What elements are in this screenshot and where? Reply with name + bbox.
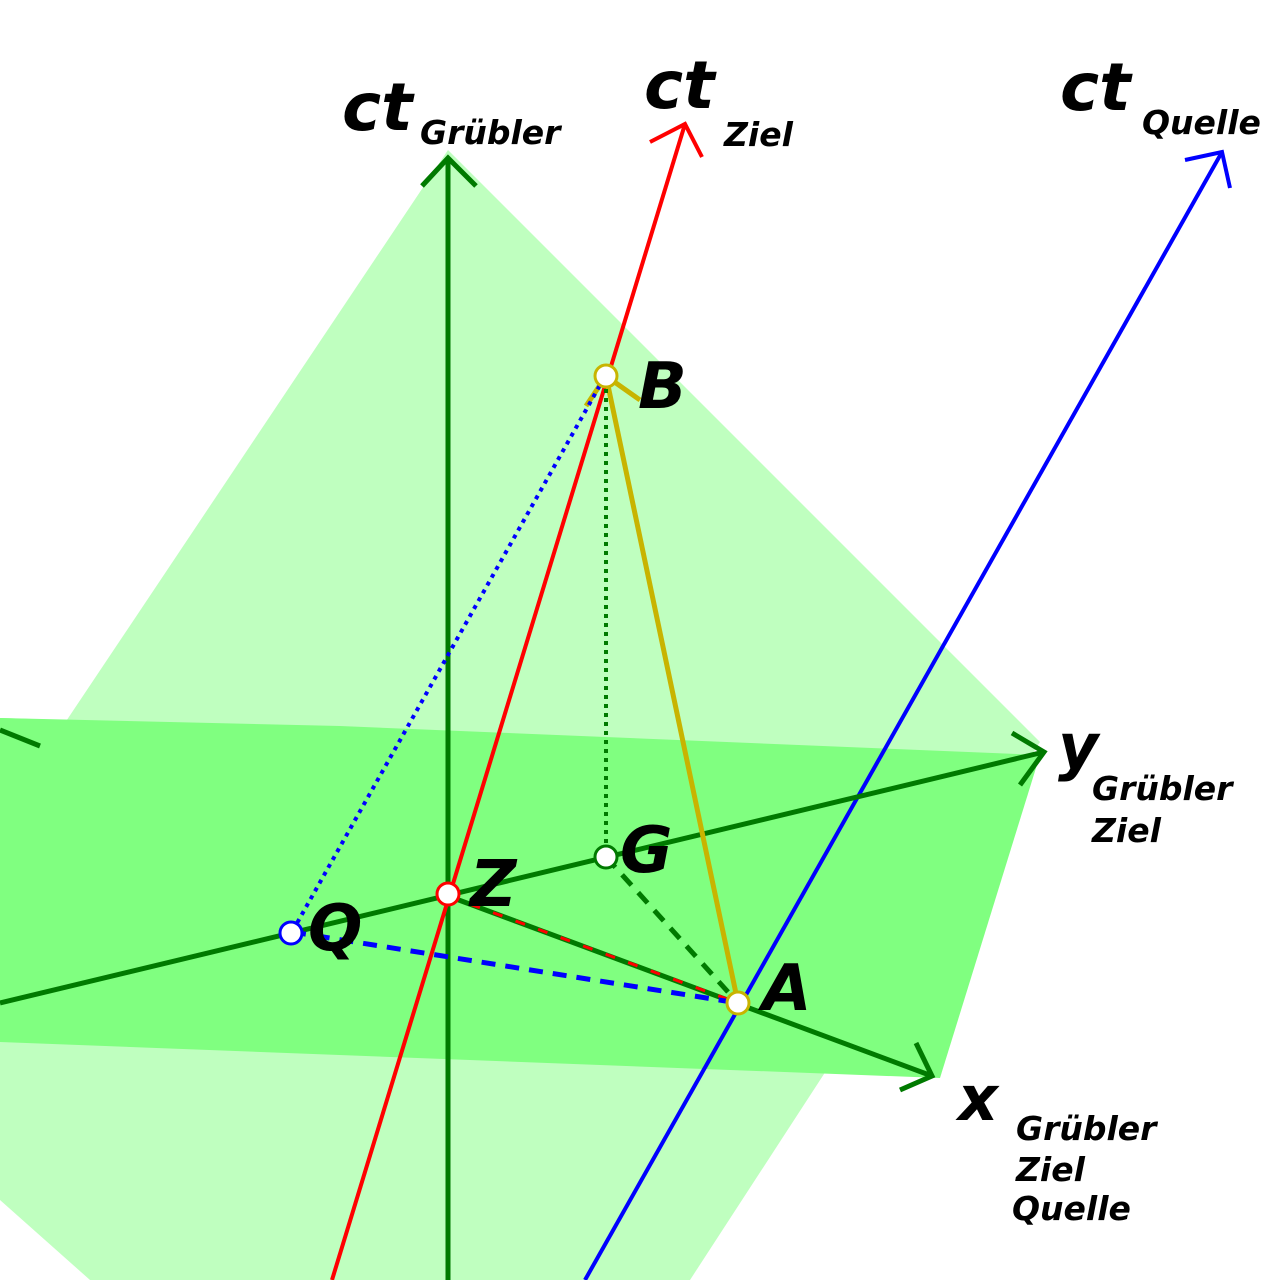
x-axis-segment [447,893,933,1079]
x-axis-sub-label-1: Grübler [1016,1109,1158,1148]
signal-b-a [603,375,741,1004]
y-axis-sub-label-1: Grübler [1092,769,1234,808]
ct-gruebler-label: ct [342,69,415,146]
dashed-q-a [291,929,739,1006]
point-g-marker [593,844,619,870]
ct-ziel-arrow-icon [649,121,704,158]
x-axis-sub-label-3: Quelle [1012,1189,1131,1228]
point-z-label: Z [468,848,518,922]
point-b-marker [593,363,619,389]
light-plane-left-wedge [0,718,62,812]
point-q-label: Q [308,892,362,966]
ct-quelle-label: ct [1060,49,1133,126]
ct-gruebler-sub-label: Grübler [420,113,562,152]
y-axis-label: y [1058,710,1101,783]
light-plane-horizontal [0,718,1040,1078]
point-q-marker [278,920,304,946]
ct-ziel-sub-label: Ziel [723,115,794,154]
x-axis-arrow-icon [898,1041,936,1093]
ct-quelle-sub-label: Quelle [1142,103,1261,142]
y-axis [0,749,1045,1006]
ct-gruebler-arrow-icon [420,154,478,188]
x-axis-sub-label-2: Ziel [1015,1150,1086,1189]
x-axis [0,727,41,749]
point-g-label: G [620,814,673,888]
point-a-marker [725,990,751,1016]
x-axis-red-overlay [447,894,739,1005]
y-axis-sub-label-2: Ziel [1091,811,1162,850]
ct-quelle-axis [583,151,1224,1280]
point-b-label: B [638,350,687,424]
ct-ziel-label: ct [644,47,717,124]
dashed-g-a [604,855,740,1005]
light-plane-vertical [0,150,1040,1280]
ct-ziel-axis [330,123,687,1280]
point-a-label: A [757,952,812,1026]
point-z-marker [435,881,461,907]
y-axis-arrow-icon [1010,730,1048,787]
ct-quelle-arrow-icon [1184,149,1232,189]
x-axis-label: x [955,1062,1000,1135]
dotted-b-q [290,377,606,933]
